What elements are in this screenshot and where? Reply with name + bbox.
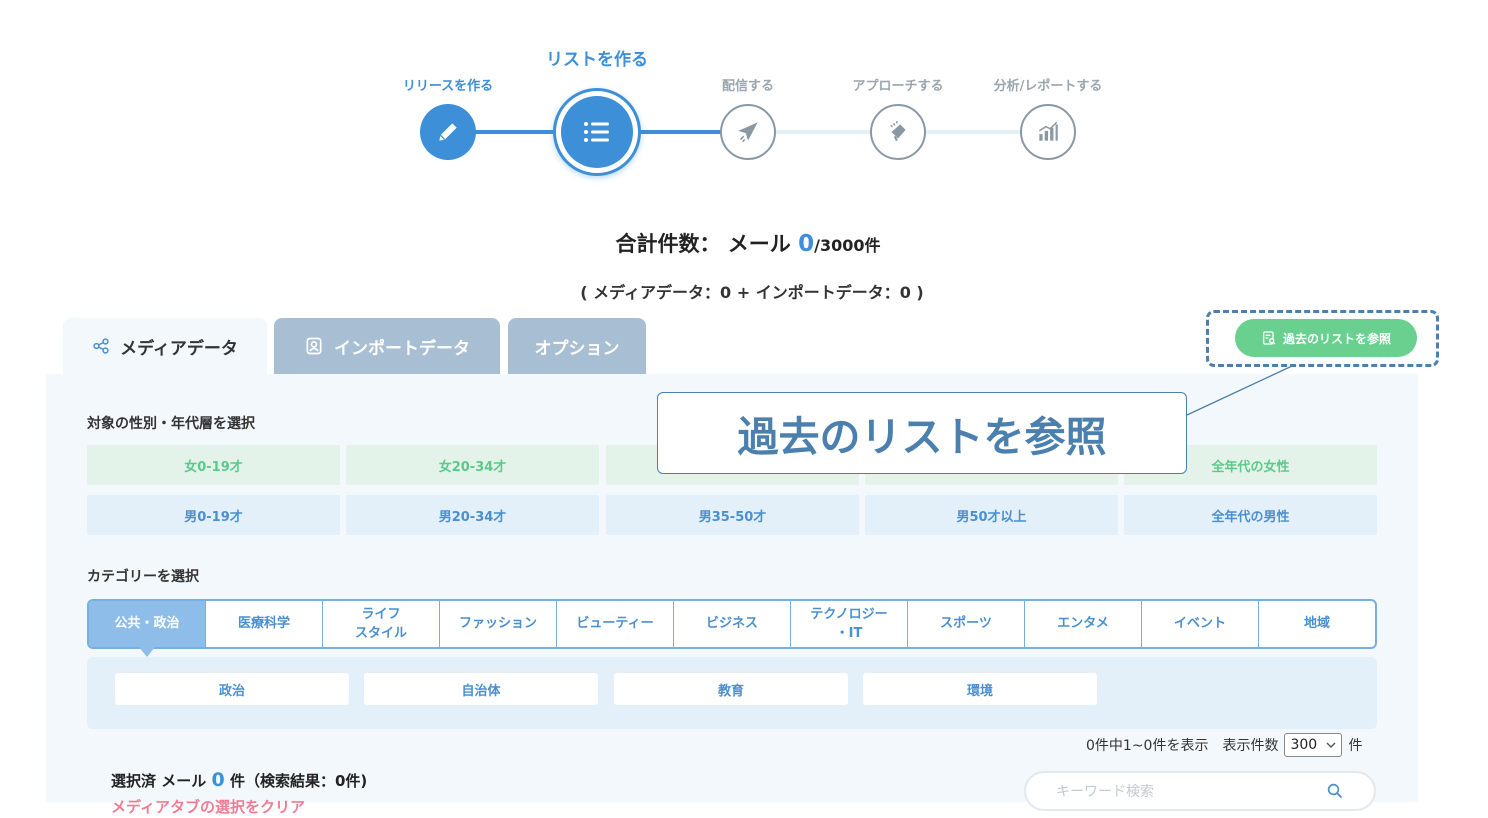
step-label-create-list: リストを作る bbox=[546, 50, 648, 70]
tab-media-data[interactable]: メディアデータ bbox=[63, 318, 267, 374]
results-summary: 0件中1~0件を表示 bbox=[1086, 738, 1209, 754]
total-count-value: 0 bbox=[798, 231, 815, 257]
subcategory-area: 政治 自治体 教育 環境 bbox=[87, 657, 1377, 729]
search-placeholder: キーワード検索 bbox=[1056, 784, 1154, 800]
total-count: 合計件数： メール 0/3000件 bbox=[0, 228, 1488, 258]
tab-media-data-label: メディアデータ bbox=[120, 338, 238, 359]
step-create-list[interactable] bbox=[553, 88, 641, 176]
keyword-search-input[interactable]: キーワード検索 bbox=[1024, 771, 1376, 811]
share-nodes-icon bbox=[93, 338, 109, 354]
gender-option-m-35-50[interactable]: 男35-50才 bbox=[606, 495, 859, 535]
step-deliver[interactable] bbox=[720, 104, 776, 160]
megaphone-icon bbox=[890, 121, 906, 142]
category-region[interactable]: 地域 bbox=[1258, 601, 1375, 647]
category-beauty[interactable]: ビューティー bbox=[556, 601, 673, 647]
category-business[interactable]: ビジネス bbox=[673, 601, 790, 647]
tab-options[interactable]: オプション bbox=[508, 318, 646, 374]
total-breakdown: ( メディアデータ：0 + インポートデータ：0 ) bbox=[580, 283, 924, 302]
document-search-icon bbox=[1262, 331, 1276, 345]
tab-import-data[interactable]: インポートデータ bbox=[274, 318, 500, 374]
gender-option-f-20-34[interactable]: 女20-34才 bbox=[346, 445, 599, 485]
clear-media-selection-link[interactable]: メディアタブの選択をクリア bbox=[111, 798, 305, 816]
per-page-select[interactable]: 300 bbox=[1284, 733, 1343, 757]
gender-option-m-50-plus[interactable]: 男50才以上 bbox=[865, 495, 1118, 535]
contact-card-icon bbox=[306, 337, 322, 355]
category-lifestyle[interactable]: ライフ スタイル bbox=[322, 601, 439, 647]
total-type-label: メール bbox=[727, 232, 791, 256]
category-tabs: 公共・政治 医療科学 ライフ スタイル ファッション ビューティー ビジネス テ… bbox=[87, 599, 1377, 649]
past-list-reference-button[interactable]: 過去のリストを参照 bbox=[1235, 319, 1417, 357]
category-entertainment[interactable]: エンタメ bbox=[1024, 601, 1141, 647]
category-medical-science[interactable]: 医療科学 bbox=[205, 601, 322, 647]
paper-plane-icon bbox=[738, 122, 758, 143]
per-page-value: 300 bbox=[1290, 737, 1318, 753]
past-list-reference-label: 過去のリストを参照 bbox=[1282, 331, 1391, 346]
subcategory-municipality[interactable]: 自治体 bbox=[364, 673, 598, 705]
step-label-approach: アプローチする bbox=[852, 79, 944, 94]
pencil-icon bbox=[439, 123, 457, 141]
step-label-deliver: 配信する bbox=[721, 79, 775, 94]
subcategory-politics[interactable]: 政治 bbox=[115, 673, 349, 705]
step-approach[interactable] bbox=[870, 104, 926, 160]
category-public-politics[interactable]: 公共・政治 bbox=[89, 601, 205, 647]
chevron-down-icon bbox=[1326, 742, 1336, 748]
step-create-release[interactable] bbox=[420, 104, 476, 160]
per-page-label: 表示件数 bbox=[1222, 738, 1279, 754]
gender-section-title: 対象の性別・年代層を選択 bbox=[87, 416, 255, 432]
gender-option-m-all[interactable]: 全年代の男性 bbox=[1124, 495, 1377, 535]
selected-suffix: 件（検索結果：0件) bbox=[229, 772, 368, 790]
gender-option-f-0-19[interactable]: 女0-19才 bbox=[87, 445, 340, 485]
search-icon[interactable] bbox=[1326, 782, 1344, 800]
results-info: 0件中1~0件を表示 表示件数 300 件 bbox=[1086, 733, 1362, 757]
total-unit: 件 bbox=[864, 236, 881, 255]
total-limit: /3000 bbox=[814, 236, 865, 255]
selected-count: 選択済 メール 0 件（検索結果：0件) bbox=[111, 769, 367, 791]
category-sports[interactable]: スポーツ bbox=[907, 601, 1024, 647]
selected-prefix: 選択済 メール bbox=[111, 772, 207, 790]
subcategory-education[interactable]: 教育 bbox=[614, 673, 848, 705]
category-fashion[interactable]: ファッション bbox=[439, 601, 556, 647]
gender-option-m-20-34[interactable]: 男20-34才 bbox=[346, 495, 599, 535]
step-report[interactable] bbox=[1020, 104, 1076, 160]
selected-count-value: 0 bbox=[211, 769, 225, 791]
bar-chart-icon bbox=[1038, 121, 1058, 141]
category-event[interactable]: イベント bbox=[1141, 601, 1258, 647]
annotation-callout: 過去のリストを参照 bbox=[657, 392, 1187, 474]
tab-options-label: オプション bbox=[534, 338, 620, 359]
gender-option-m-0-19[interactable]: 男0-19才 bbox=[87, 495, 340, 535]
tab-import-data-label: インポートデータ bbox=[334, 338, 470, 359]
step-label-report: 分析/レポートする bbox=[993, 79, 1103, 94]
total-label: 合計件数： bbox=[615, 232, 721, 256]
subcategory-environment[interactable]: 環境 bbox=[863, 673, 1097, 705]
reference-button-highlight bbox=[1206, 310, 1439, 367]
step-label-create-release: リリースを作る bbox=[402, 79, 494, 94]
category-technology-it[interactable]: テクノロジー ・IT bbox=[790, 601, 907, 647]
list-icon bbox=[584, 122, 609, 142]
category-section-title: カテゴリーを選択 bbox=[87, 569, 199, 585]
per-page-unit: 件 bbox=[1348, 738, 1363, 754]
